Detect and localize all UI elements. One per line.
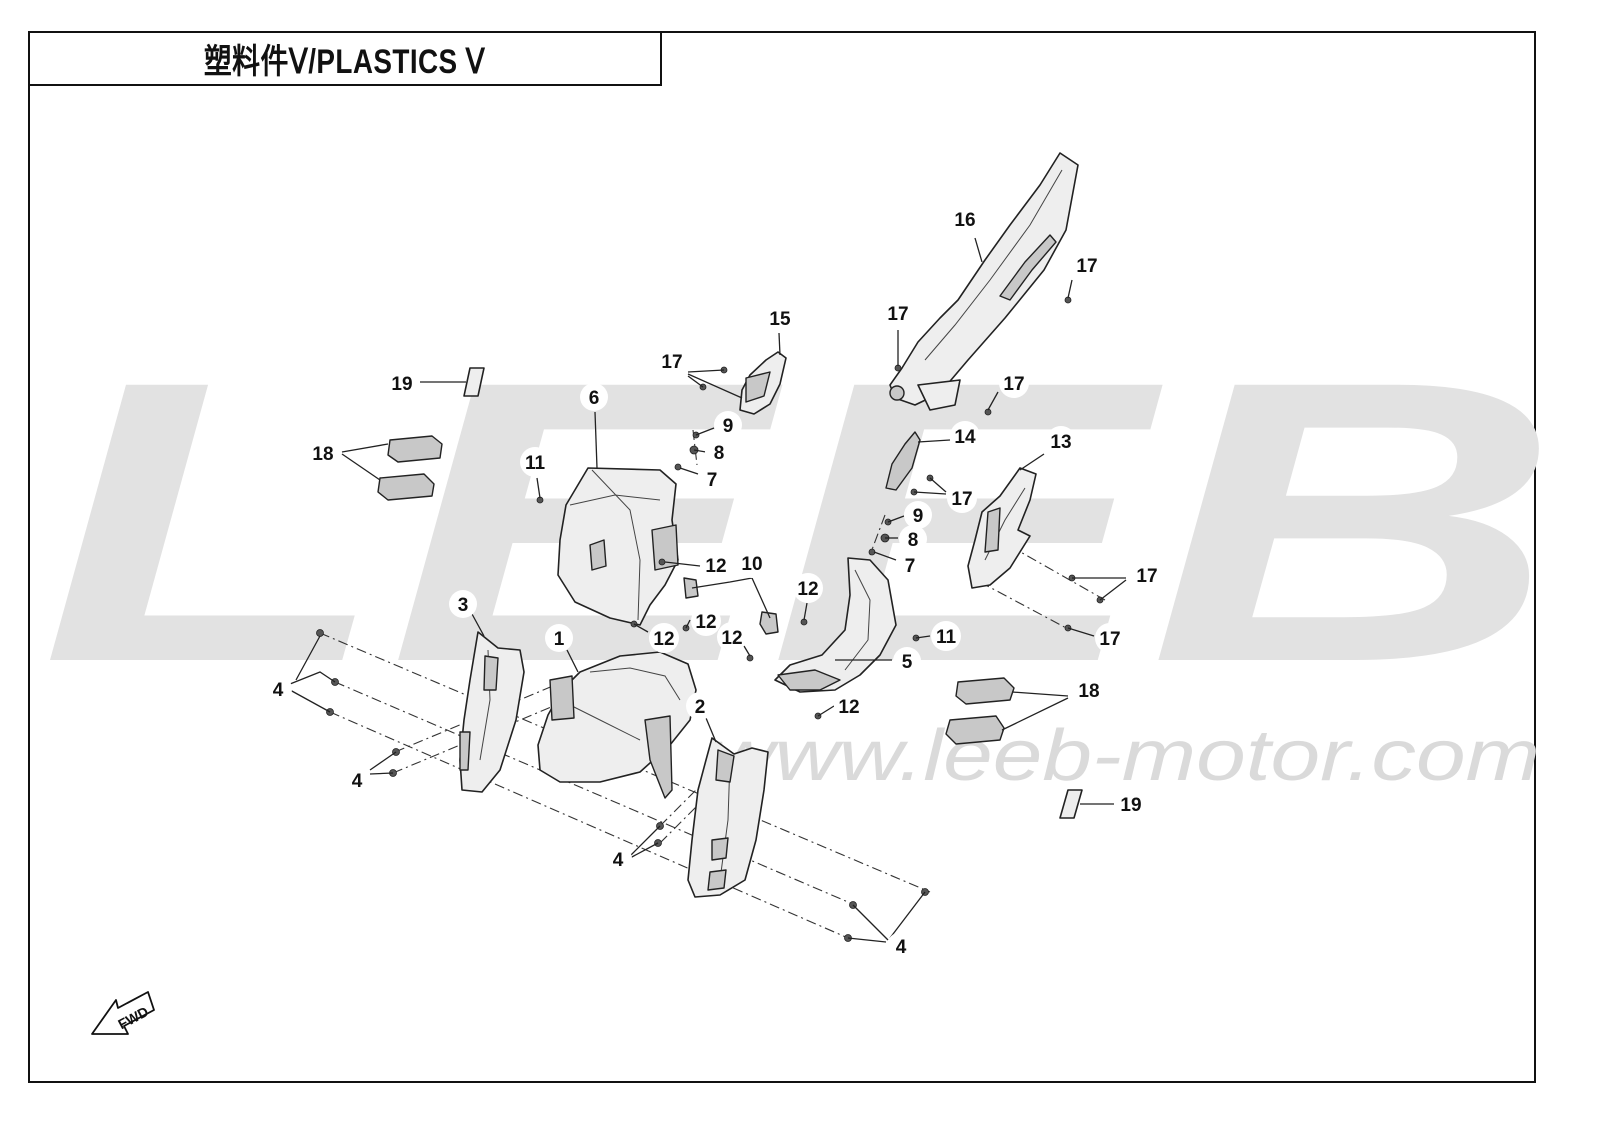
callout-label: 2 (695, 697, 706, 718)
callout-label: 5 (902, 652, 913, 673)
callout-10: 10 (737, 548, 767, 578)
callout-label: 19 (1120, 795, 1141, 816)
part-1-front-fender (537, 651, 697, 799)
part-5-lower-fairing (774, 557, 897, 693)
callout-17: 17 (1095, 623, 1125, 653)
callout-12: 12 (691, 606, 721, 636)
callout-7: 7 (896, 551, 924, 579)
callout-2: 2 (686, 692, 714, 720)
callout-17: 17 (1132, 560, 1162, 590)
callout-7: 7 (698, 465, 726, 493)
callout-8: 8 (705, 438, 733, 466)
callout-label: 13 (1050, 432, 1071, 453)
callout-17: 17 (1072, 250, 1102, 280)
callout-11: 11 (931, 621, 961, 651)
callout-label: 1 (554, 629, 565, 650)
callout-label: 7 (707, 470, 718, 491)
callout-4: 4 (604, 845, 632, 873)
callout-label: 3 (458, 595, 469, 616)
callout-label: 11 (936, 627, 957, 648)
callout-label: 8 (714, 443, 725, 464)
callout-label: 12 (705, 556, 726, 577)
callout-label: 9 (913, 506, 924, 527)
callout-4: 4 (264, 675, 292, 703)
callout-9: 9 (714, 411, 742, 439)
callout-12: 12 (717, 622, 747, 652)
callout-label: 17 (1136, 566, 1157, 587)
callout-19: 19 (387, 368, 417, 398)
callout-12: 12 (793, 573, 823, 603)
watermark-url: www.leeb-motor.com (710, 716, 1540, 796)
callout-label: 4 (273, 680, 284, 701)
callout-4: 4 (343, 766, 371, 794)
callout-label: 14 (954, 427, 976, 448)
callout-9: 9 (904, 501, 932, 529)
callout-label: 17 (1099, 629, 1120, 650)
callout-11: 11 (520, 447, 550, 477)
page-title: 塑料件Ⅴ/PLASTICS Ⅴ (204, 43, 486, 81)
part-15-bracket (739, 351, 787, 415)
callout-18: 18 (308, 438, 338, 468)
callout-12: 12 (649, 623, 679, 653)
part-3-left-fork-guard (459, 631, 525, 793)
callout-label: 17 (661, 352, 682, 373)
callout-4: 4 (887, 932, 915, 960)
callout-8: 8 (899, 525, 927, 553)
callout-6: 6 (580, 383, 608, 411)
callout-label: 12 (797, 579, 818, 600)
part-18-pads (377, 435, 1015, 745)
callout-label: 18 (312, 444, 333, 465)
callout-label: 6 (589, 388, 600, 409)
callout-label: 4 (896, 937, 907, 958)
callout-5: 5 (893, 647, 921, 675)
callout-label: 8 (908, 530, 919, 551)
callout-1: 1 (545, 624, 573, 652)
callout-label: 12 (695, 612, 716, 633)
callout-label: 11 (525, 453, 546, 474)
leader-lines (289, 237, 1127, 943)
part-13-cover (967, 467, 1037, 589)
callout-label: 12 (721, 628, 742, 649)
callout-label: 17 (1076, 256, 1097, 277)
callout-17: 17 (883, 298, 913, 328)
callout-18: 18 (1074, 675, 1104, 705)
callout-label: 17 (1003, 374, 1024, 395)
callout-label: 15 (769, 309, 791, 330)
callout-label: 12 (653, 629, 674, 650)
callout-14: 14 (950, 421, 980, 451)
callout-17: 17 (947, 483, 977, 513)
part-10-lamp (683, 577, 779, 635)
part-19-labels (463, 367, 1083, 819)
callout-label: 4 (613, 850, 624, 871)
callout-3: 3 (449, 590, 477, 618)
forward-direction-arrow-icon: FWD (91, 991, 155, 1035)
callout-label: 10 (741, 554, 762, 575)
callout-15: 15 (765, 303, 795, 333)
part-16-side-rail (889, 152, 1079, 411)
callout-17: 17 (657, 346, 687, 376)
drawing-frame (28, 31, 1536, 1083)
callout-label: 9 (723, 416, 734, 437)
callout-label: 4 (352, 771, 363, 792)
callout-label: 17 (951, 489, 972, 510)
callout-17: 17 (999, 368, 1029, 398)
part-2-right-fork-guard (687, 737, 769, 898)
callout-label: 19 (391, 374, 412, 395)
callout-label: 18 (1078, 681, 1099, 702)
part-14-panel (885, 431, 921, 491)
callout-16: 16 (950, 204, 980, 234)
title-box: 塑料件Ⅴ/PLASTICS Ⅴ (28, 31, 662, 86)
callout-19: 19 (1116, 789, 1146, 819)
callout-label: 16 (954, 210, 975, 231)
callout-label: 7 (905, 556, 916, 577)
callout-12: 12 (834, 691, 864, 721)
callout-label: 17 (887, 304, 908, 325)
callout-12: 12 (701, 550, 731, 580)
callout-label: 12 (838, 697, 859, 718)
part-6-upper-fairing (557, 467, 679, 626)
callout-13: 13 (1046, 426, 1076, 456)
